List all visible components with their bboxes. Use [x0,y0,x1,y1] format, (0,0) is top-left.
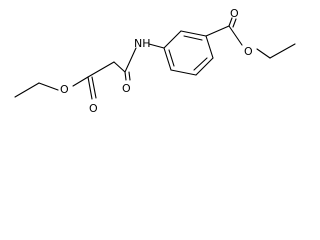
atom-label-left-ether-o: O [60,83,69,96]
ring-bond-3 [205,35,214,59]
bond-right-c-o-ether [228,25,243,46]
structure-canvas: O O NH O O O [14,7,296,115]
atom-label-right-carbonyl-o: O [230,7,239,20]
bond-amide-c-o-single [124,71,127,81]
ring-double-1 [183,35,203,41]
bond-amide-c-n [124,47,137,73]
atom-label-right-ether-o: O [244,45,253,58]
ring-double-2 [193,57,208,71]
bond-ch2-to-amide-c [113,61,126,73]
atom-label-amide-nh: NH [134,37,151,50]
bond-left-carbonyl-single [87,76,93,100]
ring-bond-6 [163,47,172,71]
ring-double-3 [168,49,175,67]
chemical-structure-diagram: O O NH O O O [14,7,296,115]
bond-left-carbonyl-double [91,76,97,99]
bond-ring-to-ester-c [205,25,230,37]
bond-amide-c-o-double [128,71,131,81]
bond-ethyl-left-ch2-o [38,82,59,91]
atom-label-left-carbonyl-o: O [89,102,98,115]
ring-bond-4 [195,57,214,76]
bond-left-o-carbonyl [72,76,89,87]
bond-right-o-ch2 [256,48,271,59]
bond-right-carbonyl-single [228,17,233,27]
ring-bond-1 [163,30,182,49]
bond-right-carbonyl-double [232,18,237,28]
ring-bond-5 [170,69,197,76]
bond-right-ethyl-ch3 [269,43,296,59]
bond-n-to-ring [148,43,165,49]
bond-carbonyl-to-ch2 [87,61,115,78]
ring-bond-2 [180,30,207,37]
bond-ethyl-left-ch3 [14,82,40,98]
atom-label-amide-o: O [122,82,131,95]
